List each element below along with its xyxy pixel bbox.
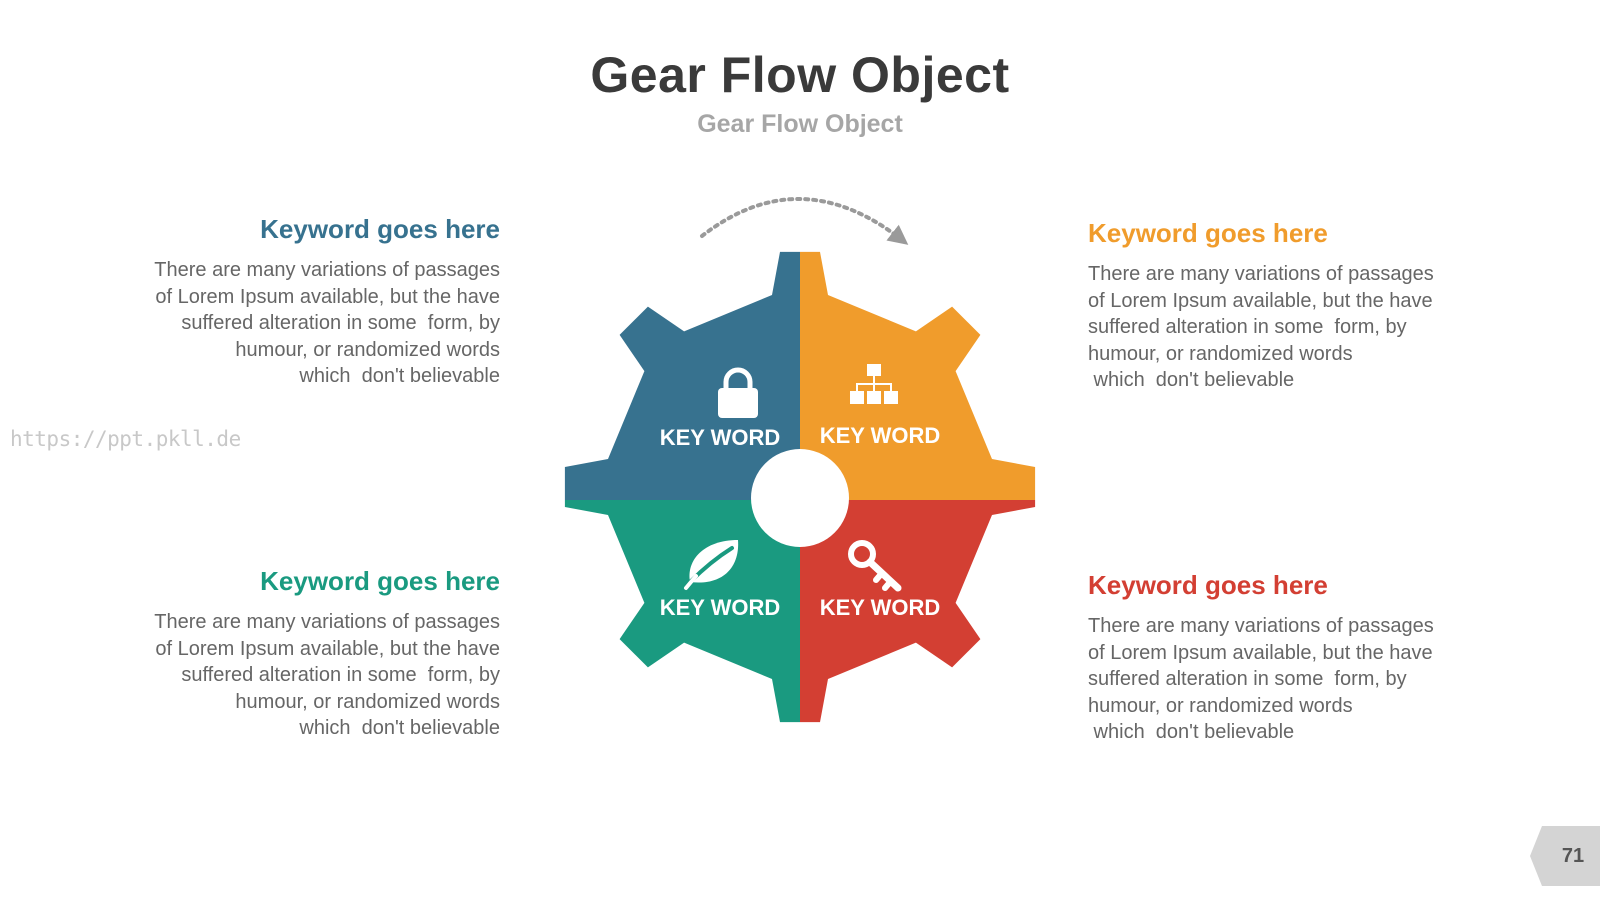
leaf-icon bbox=[684, 540, 739, 590]
block-heading-top-left: Keyword goes here bbox=[260, 214, 500, 244]
quadrant-label-bottom-left: KEY WORD bbox=[660, 595, 781, 620]
quadrant-label-top-left: KEY WORD bbox=[660, 425, 781, 450]
text-block-top-right: Keyword goes here There are many variati… bbox=[1088, 218, 1508, 394]
text-block-bottom-left: Keyword goes here There are many variati… bbox=[80, 566, 500, 742]
watermark-url: https://ppt.pkll.de bbox=[10, 427, 241, 451]
lock-icon bbox=[718, 367, 758, 418]
quadrant-label-bottom-right: KEY WORD bbox=[820, 595, 941, 620]
text-block-bottom-right: Keyword goes here There are many variati… bbox=[1088, 570, 1508, 746]
rotation-arrow bbox=[700, 197, 909, 245]
page-subtitle: Gear Flow Object bbox=[697, 110, 903, 138]
gear-quadrant-bottom-left bbox=[564, 500, 800, 723]
block-body-top-right: There are many variations of passages of… bbox=[1088, 263, 1434, 391]
gear-quadrant-bottom-right bbox=[800, 500, 1036, 723]
block-body-bottom-right: There are many variations of passages of… bbox=[1088, 615, 1434, 743]
key-icon bbox=[848, 540, 902, 592]
block-body-bottom-left: There are many variations of passages of… bbox=[154, 611, 500, 739]
quadrant-label-top-right: KEY WORD bbox=[820, 423, 941, 448]
gear-quadrant-top-left bbox=[564, 251, 800, 500]
page-number-badge: 71 bbox=[1530, 826, 1600, 886]
gear-quadrant-top-right bbox=[800, 251, 1036, 500]
text-block-top-left: Keyword goes here There are many variati… bbox=[80, 214, 500, 390]
block-heading-bottom-left: Keyword goes here bbox=[260, 566, 500, 596]
page-number: 71 bbox=[1561, 845, 1585, 867]
gear-center-hole bbox=[751, 449, 849, 547]
block-heading-bottom-right: Keyword goes here bbox=[1088, 570, 1328, 600]
block-body-top-left: There are many variations of passages of… bbox=[154, 259, 500, 387]
hierarchy-icon bbox=[850, 364, 898, 404]
page-title: Gear Flow Object bbox=[590, 47, 1010, 103]
block-heading-top-right: Keyword goes here bbox=[1088, 218, 1328, 248]
